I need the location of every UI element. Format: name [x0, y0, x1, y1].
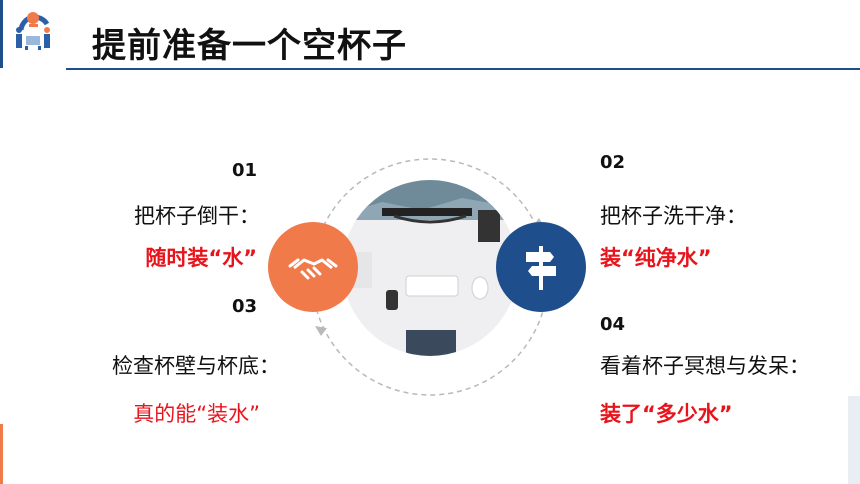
arrow-icon: [315, 326, 327, 336]
item-number: 01: [232, 160, 258, 181]
item-highlight: 装了“多少水”: [600, 402, 733, 426]
header-divider: [66, 68, 860, 70]
right-badge: [496, 222, 586, 312]
item-number: 03: [232, 296, 258, 317]
item-label: 检查杯壁与杯底：: [112, 354, 280, 378]
item-number: 04: [600, 314, 626, 335]
item-highlight: 随时装“水”: [145, 246, 257, 270]
page-title: 提前准备一个空杯子: [92, 26, 407, 66]
left-badge: [268, 222, 358, 312]
item-highlight: 真的能“装水”: [133, 402, 260, 426]
signpost-icon: [526, 246, 556, 290]
item-highlight: 装“纯净水”: [600, 246, 712, 270]
item-number: 02: [600, 152, 626, 173]
handshake-icon: [288, 258, 338, 280]
item-label: 看着杯子冥想与发呆：: [600, 354, 810, 378]
logo: [0, 0, 66, 68]
desk-photo: [342, 180, 518, 356]
corner-accent: [0, 424, 3, 484]
team-meeting-illustration-icon: [16, 12, 50, 50]
item-label: 把杯子倒干：: [134, 204, 260, 228]
item-label: 把杯子洗干净：: [600, 204, 747, 228]
corner-accent: [848, 396, 860, 484]
